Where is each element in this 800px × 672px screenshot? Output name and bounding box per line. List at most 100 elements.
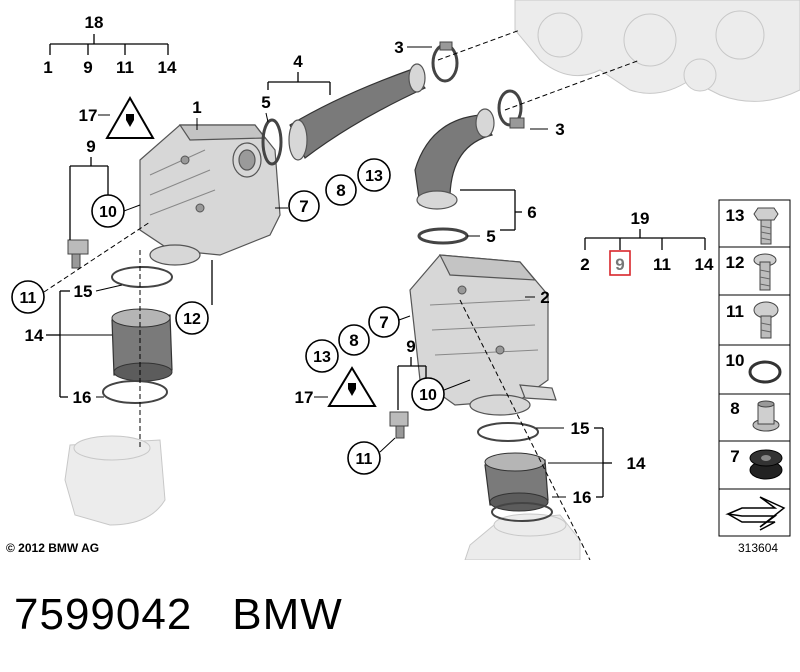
callout-10-right: 10	[411, 377, 471, 411]
callout-5-right: 5	[467, 227, 496, 246]
kit-19-item: 14	[695, 255, 714, 274]
svg-text:9: 9	[86, 137, 95, 156]
svg-text:4: 4	[293, 52, 303, 71]
seal-ring-5-left	[261, 118, 283, 166]
callout-8-mid: 8	[338, 324, 370, 356]
seal-ring-5-right	[417, 227, 469, 245]
parts-diagram: 18 1 9 11 14 19 2 9 11 14 1 2 3	[11, 0, 800, 560]
o-ring-icon	[748, 360, 782, 384]
turbocharger-background	[514, 0, 800, 102]
charge-air-hose-left	[288, 63, 426, 161]
svg-text:5: 5	[261, 93, 270, 112]
hex-bolt-icon	[753, 207, 779, 245]
callout-4: 4	[267, 52, 331, 95]
sleeve-14-left	[111, 308, 173, 382]
callout-5-left: 5	[261, 93, 271, 123]
svg-text:8: 8	[349, 331, 358, 350]
kit-18-label: 18	[85, 13, 104, 32]
svg-text:9: 9	[406, 337, 415, 356]
svg-text:13: 13	[365, 168, 383, 185]
callout-12: 12	[175, 260, 213, 335]
svg-text:16: 16	[573, 488, 592, 507]
kit-19-tree: 19 2 9 11 14	[580, 209, 714, 276]
flange-bolt-icon	[753, 253, 777, 291]
callout-11-left: 11	[11, 221, 151, 314]
pan-head-screw-icon	[753, 301, 779, 339]
legend-label: 8	[730, 399, 739, 418]
svg-text:1: 1	[192, 98, 201, 117]
callout-14-left: 14	[25, 291, 112, 397]
clamp-15-right	[477, 422, 539, 442]
callout-10-left: 10	[91, 194, 141, 228]
charge-air-hose-right	[414, 108, 495, 210]
callout-9-right: 9	[397, 337, 427, 410]
svg-text:17: 17	[295, 388, 314, 407]
clamp-3-top	[431, 41, 459, 83]
rubber-grommet-icon	[749, 449, 783, 480]
svg-text:15: 15	[74, 282, 93, 301]
svg-text:14: 14	[627, 454, 646, 473]
throttle-body-background	[64, 435, 166, 526]
charge-air-cooler-left	[139, 124, 281, 266]
callout-11-right: 11	[347, 437, 396, 475]
legend-column: 13 12 11 10 8 7	[718, 199, 791, 537]
sensor-bracket-left	[67, 239, 89, 269]
callout-3-top: 3	[394, 38, 432, 57]
callout-13-top: 13	[357, 158, 391, 192]
direction-arrow-icon	[725, 496, 786, 531]
kit-19-label: 19	[631, 209, 650, 228]
callout-16-right: 16	[552, 488, 603, 507]
sleeve-14-right	[484, 452, 549, 512]
svg-text:15: 15	[571, 419, 590, 438]
svg-text:2: 2	[540, 288, 549, 307]
clamp-3-right	[497, 89, 525, 129]
bushing-icon	[752, 400, 780, 432]
legend-label: 13	[726, 206, 745, 225]
callout-6: 6	[460, 189, 537, 231]
svg-text:3: 3	[394, 38, 403, 57]
callout-9-left: 9	[69, 137, 109, 240]
callout-15-left: 15	[60, 282, 123, 301]
callout-7-top: 7	[275, 190, 320, 222]
svg-text:16: 16	[73, 388, 92, 407]
clamp-15-left	[111, 266, 173, 288]
callout-2: 2	[525, 288, 550, 307]
legend-label: 7	[730, 447, 739, 466]
legend-label: 11	[726, 302, 744, 321]
callout-1: 1	[192, 98, 202, 130]
svg-text:13: 13	[313, 349, 331, 366]
throttle-body-background-2	[464, 513, 581, 560]
kit-19-item: 11	[653, 255, 671, 274]
callout-16-left: 16	[60, 388, 104, 407]
callout-17-mid: 17	[295, 366, 377, 407]
highlight-box	[609, 250, 631, 276]
svg-text:7: 7	[379, 313, 388, 332]
callout-14-right: 14	[548, 428, 646, 497]
svg-text:10: 10	[99, 204, 117, 221]
svg-text:11: 11	[356, 451, 373, 468]
callout-3-right: 3	[530, 120, 565, 139]
plug-icon	[348, 383, 356, 396]
svg-text:8: 8	[336, 181, 345, 200]
svg-text:5: 5	[486, 227, 495, 246]
svg-text:17: 17	[79, 106, 98, 125]
legend-label: 12	[726, 253, 745, 272]
clamp-16-left	[102, 380, 168, 404]
svg-text:6: 6	[527, 203, 536, 222]
brand-name: BMW	[232, 590, 343, 639]
sensor-bracket-right	[389, 411, 409, 439]
svg-text:10: 10	[419, 387, 437, 404]
kit-18-item: 9	[83, 58, 92, 77]
clamp-16-right	[491, 502, 553, 522]
svg-text:12: 12	[183, 311, 201, 328]
copyright-text: © 2012 BMW AG	[6, 541, 100, 555]
callout-13-mid: 13	[305, 339, 339, 373]
callout-7-mid: 7	[368, 306, 411, 338]
svg-text:14: 14	[25, 326, 44, 345]
svg-text:7: 7	[299, 197, 308, 216]
kit-18-item: 14	[158, 58, 177, 77]
plug-icon	[126, 114, 134, 127]
kit-19-item-highlighted: 9	[615, 255, 624, 274]
kit-18-tree: 18 1 9 11 14	[43, 13, 177, 77]
